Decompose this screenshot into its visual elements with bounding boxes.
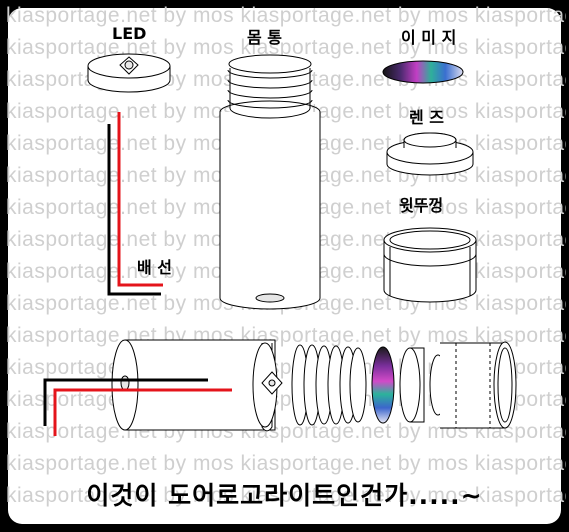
lens-part <box>386 132 474 176</box>
watermark-row: kiasportage.net by mos kiasportage.net b… <box>6 36 566 59</box>
cap-label: 윗뚜껑 <box>399 196 444 215</box>
lens-label: 렌 즈 <box>409 108 445 127</box>
led-label: LED <box>112 24 147 43</box>
watermark-row: kiasportage.net by mos kiasportage.net b… <box>6 452 566 475</box>
body-label: 몸 통 <box>247 28 283 47</box>
assembled-wires <box>43 378 232 436</box>
watermark-row: kiasportage.net by mos kiasportage.net b… <box>6 484 566 507</box>
body-part <box>219 54 321 310</box>
image-label: 이 미 지 <box>401 28 457 47</box>
image-film-part <box>382 60 464 84</box>
watermark-row: kiasportage.net by mos kiasportage.net b… <box>6 4 566 27</box>
wire-part <box>107 112 163 296</box>
led-part <box>87 53 171 93</box>
cap-part <box>383 227 477 303</box>
caption: 이것이 도어로고라이트인건가.....~ <box>86 481 483 510</box>
wire-label: 배 선 <box>137 258 173 277</box>
assembled-light <box>111 339 517 432</box>
